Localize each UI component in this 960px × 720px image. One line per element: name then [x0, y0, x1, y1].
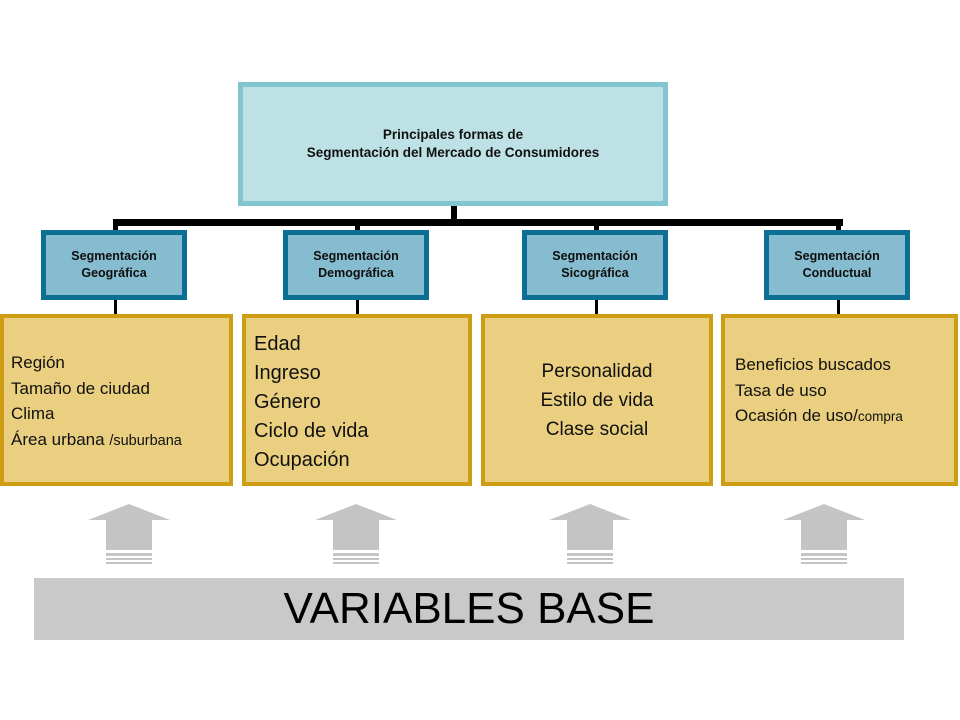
connector-to-sicografica — [594, 219, 599, 235]
variables-base-label: VARIABLES BASE — [283, 584, 655, 633]
category-label-line1: Segmentación — [794, 249, 880, 263]
category-label-line1: Segmentación — [313, 249, 399, 263]
connector-to-conductual — [836, 219, 841, 235]
variable-item-urban: Área urbana /suburbana — [11, 427, 229, 455]
root-node: Principales formas de Segmentación del M… — [238, 82, 668, 206]
horizontal-connector — [113, 219, 843, 226]
variable-item: Ocupación — [254, 449, 350, 471]
category-label-line1: Segmentación — [71, 249, 157, 263]
category-conductual: Segmentación Conductual — [764, 230, 910, 300]
variable-item-occasion: Ocasión de uso/compra — [735, 403, 954, 430]
variable-item-suffix: compra — [857, 409, 903, 424]
up-arrow-icon — [315, 504, 397, 564]
category-label-line2: Conductual — [802, 266, 872, 280]
category-geografica: Segmentación Geográfica — [41, 230, 187, 300]
connector-dem-items — [356, 300, 359, 318]
variables-base-bar: VARIABLES BASE — [34, 578, 904, 640]
category-label-line2: Sicográfica — [561, 266, 629, 280]
sicografica-variables-box: Personalidad Estilo de vida Clase social — [481, 314, 713, 486]
variable-item-suffix: /suburbana — [109, 432, 182, 449]
category-sicografica: Segmentación Sicográfica — [522, 230, 668, 300]
connector-geo-items — [114, 300, 117, 318]
variable-item: Ciclo de vida — [254, 420, 369, 442]
variable-item: Región — [11, 353, 65, 372]
variable-item: Área urbana — [11, 429, 105, 449]
demografica-variables-box: Edad Ingreso Género Ciclo de vida Ocupac… — [242, 314, 472, 486]
up-arrow-icon — [88, 504, 170, 564]
geografica-variables-box: Región Tamaño de ciudad Clima Área urban… — [0, 314, 233, 486]
root-title-line2: Segmentación del Mercado de Consumidores — [306, 145, 600, 160]
up-arrow-icon — [549, 504, 631, 564]
variable-item: Clima — [11, 404, 55, 423]
root-title-line1: Principales formas de — [382, 127, 524, 142]
category-label-line2: Geográfica — [81, 266, 147, 280]
conductual-variables-box: Beneficios buscados Tasa de uso Ocasión … — [721, 314, 958, 486]
variable-item: Ocasión de uso/ — [735, 406, 858, 425]
connector-to-geografica — [113, 219, 118, 235]
variable-item: Tamaño de ciudad — [11, 378, 150, 398]
up-arrow-icon — [783, 504, 865, 564]
variable-item: Clase social — [545, 418, 649, 440]
root-stem-connector — [451, 206, 457, 222]
category-label-line1: Segmentación — [552, 249, 638, 263]
variable-item: Tasa de uso — [735, 380, 827, 400]
connector-sic-items — [595, 300, 598, 318]
variable-item: Ingreso — [254, 362, 321, 384]
variable-item: Estilo de vida — [540, 389, 654, 411]
category-label-line2: Demográfica — [318, 266, 394, 280]
category-demografica: Segmentación Demográfica — [283, 230, 429, 300]
variable-item: Personalidad — [541, 360, 653, 382]
variable-item: Edad — [254, 333, 301, 355]
variable-item: Género — [254, 391, 321, 413]
connector-to-demografica — [355, 219, 360, 235]
connector-con-items — [837, 300, 840, 318]
variable-item: Beneficios buscados — [735, 355, 891, 374]
